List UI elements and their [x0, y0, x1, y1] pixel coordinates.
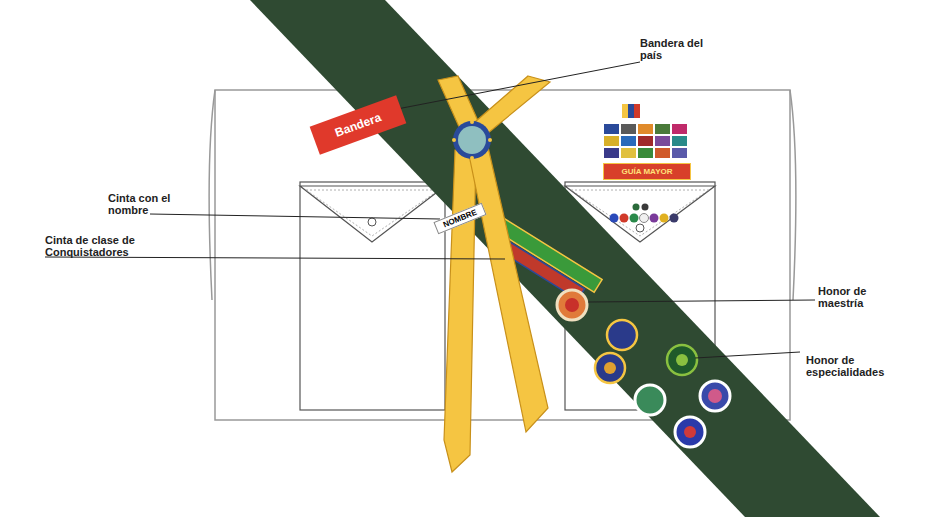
scarf-woggle [452, 120, 492, 160]
patch-box: Bandera [310, 95, 407, 155]
ribbon-bars [604, 104, 687, 158]
scarf [438, 76, 550, 472]
callout-label: Honor de maestría [818, 286, 878, 309]
callout-label: Cinta de clase de Conquistadores [45, 235, 160, 258]
patch-box: NOMBRE [433, 203, 486, 235]
pocket-button [368, 218, 376, 226]
pocket-button [636, 224, 644, 232]
callout-label: Honor de especialidades [806, 355, 906, 378]
patch-text: GUÍA MAYOR [622, 168, 673, 176]
pocket-stitch [306, 190, 439, 236]
left-pocket-flap [300, 186, 445, 242]
patch-box: GUÍA MAYOR [603, 163, 691, 180]
patch-text: NOMBRE [442, 208, 478, 229]
pins [610, 204, 679, 223]
honor-badges [557, 290, 730, 447]
patch-text: Bandera [333, 111, 382, 139]
left-pocket [300, 182, 445, 410]
callout-label: Cinta con el nombre [108, 193, 178, 216]
leader-lines [45, 62, 815, 358]
callout-label: Bandera del país [640, 38, 710, 61]
